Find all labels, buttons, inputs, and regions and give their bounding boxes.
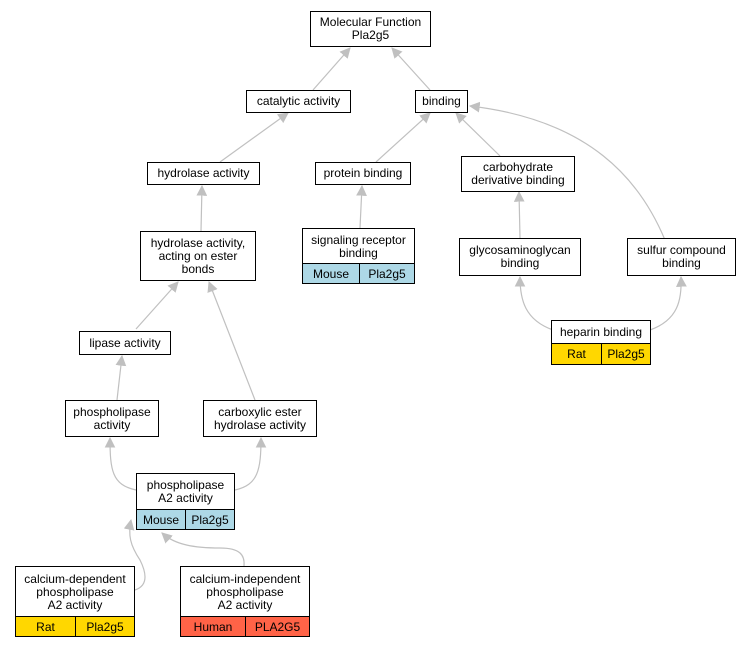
phospholipase-line2: activity: [93, 417, 131, 432]
cadep-species-cell: Rat: [15, 616, 76, 637]
hester-line3: bonds: [181, 261, 215, 276]
hydrolase-activity-label: hydrolase activity: [157, 166, 250, 180]
edge-signaling-protein: [356, 184, 367, 229]
heparin-binding-node: heparin binding: [551, 320, 651, 344]
pla2-species: Mouse: [142, 512, 180, 527]
cadep-gene-cell: Pla2g5: [75, 616, 135, 637]
caindep-line3: A2 activity: [217, 597, 273, 612]
edge-phospholipase-lipase: [115, 354, 127, 401]
edge-pla2-phospholipase: [104, 436, 137, 491]
lipase-label: lipase activity: [89, 335, 161, 350]
root-line1: Molecular Function: [319, 15, 422, 29]
binding-node: binding: [415, 90, 468, 113]
edge-carb-binding: [455, 112, 501, 157]
signaling-line1: signaling receptor: [311, 232, 406, 247]
signaling-species: Mouse: [312, 266, 350, 281]
pla2-line1: phospholipase: [146, 478, 225, 492]
gag-line1: glycosaminoglycan: [469, 243, 571, 257]
sulfur-line2: binding: [662, 256, 701, 270]
catalytic-activity-label: catalytic activity: [256, 94, 341, 108]
pla2-species-cell: Mouse: [136, 509, 186, 530]
edge-protein-binding: [375, 112, 431, 163]
caindep-line1: calcium-independent: [189, 571, 301, 586]
signaling-species-cell: Mouse: [302, 263, 360, 284]
lipase-activity-node: lipase activity: [79, 331, 171, 355]
cadep-species: Rat: [36, 619, 55, 634]
caindep-line2: phospholipase: [206, 584, 284, 599]
binding-label: binding: [422, 94, 461, 108]
phospholipase-line1: phospholipase: [73, 404, 151, 419]
edge-carboxylic-hydrolase-ester: [207, 280, 256, 401]
protein-binding-node: protein binding: [315, 162, 411, 185]
signaling-gene-cell: Pla2g5: [359, 263, 415, 284]
caindep-gene: PLA2G5: [254, 619, 301, 634]
catalytic-activity-node: catalytic activity: [246, 90, 351, 113]
edge-hydrolase-catalytic: [219, 112, 289, 163]
edge-hydrolase-ester-hydrolase: [196, 184, 208, 232]
edge-catalytic-root: [312, 47, 351, 91]
root-line2: Pla2g5: [351, 28, 390, 42]
carb-line2: derivative binding: [471, 173, 565, 187]
carboxylic-line1: carboxylic ester: [218, 404, 302, 419]
heparin-species-cell: Rat: [551, 343, 602, 365]
heparin-label: heparin binding: [559, 325, 643, 339]
hester-line2: acting on ester: [158, 248, 238, 263]
caindep-species: Human: [193, 619, 233, 634]
heparin-species: Rat: [567, 347, 586, 361]
cadep-line2: phospholipase: [36, 584, 114, 599]
pla2-gene: Pla2g5: [191, 512, 229, 527]
edge-sulfur-binding: [468, 101, 666, 241]
edge-gag-carb: [513, 190, 525, 239]
pla2-line2: A2 activity: [158, 491, 213, 505]
hester-line1: hydrolase activity,: [150, 235, 246, 250]
heparin-gene: Pla2g5: [607, 347, 645, 361]
edge-caindep-pla2: [161, 532, 245, 567]
edge-binding-root: [391, 47, 431, 91]
cadep-line3: A2 activity: [47, 597, 103, 612]
hydrolase-activity-node: hydrolase activity: [147, 162, 260, 185]
sulfur-line1: sulfur compound: [637, 243, 726, 257]
edge-lipase-hydrolase-ester: [135, 281, 179, 330]
cadep-gene: Pla2g5: [86, 619, 124, 634]
carb-line1: carbohydrate: [482, 160, 554, 174]
protein-binding-label: protein binding: [323, 166, 403, 180]
edge-heparin-sulfur: [649, 275, 687, 331]
cadep-line1: calcium-dependent: [24, 571, 126, 586]
signaling-line2: binding: [339, 245, 378, 260]
caindep-species-cell: Human: [180, 616, 246, 637]
caindep-gene-cell: PLA2G5: [245, 616, 310, 637]
edge-cadep-pla2: [123, 518, 146, 591]
heparin-gene-cell: Pla2g5: [601, 343, 651, 365]
edge-pla2-carboxylic: [234, 436, 267, 491]
gag-line2: binding: [500, 256, 540, 270]
carboxylic-line2: hydrolase activity: [213, 417, 307, 432]
signaling-gene: Pla2g5: [368, 266, 406, 281]
edge-heparin-gag: [514, 275, 554, 331]
pla2-gene-cell: Pla2g5: [185, 509, 235, 530]
